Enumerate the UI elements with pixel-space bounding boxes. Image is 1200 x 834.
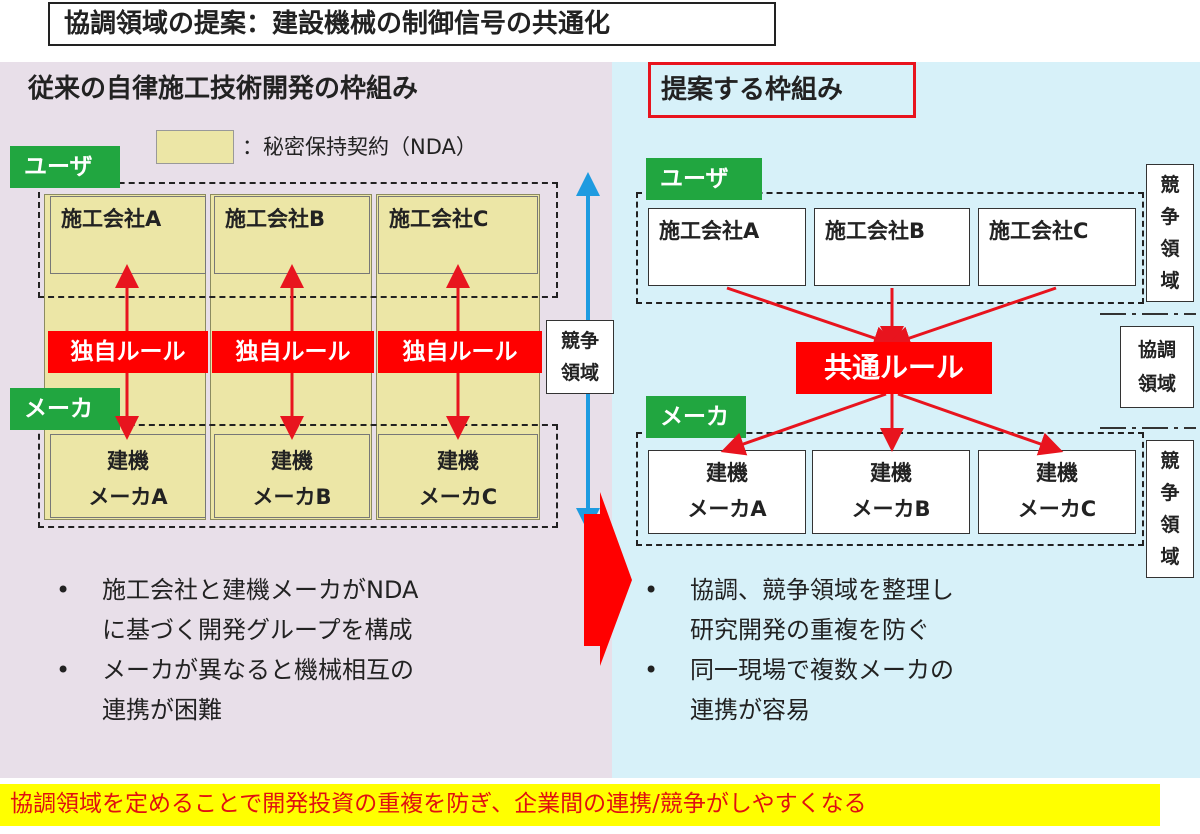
left-rule-label-c: 独自ルール xyxy=(378,331,542,373)
right-user-dashed-box xyxy=(636,192,1144,304)
left-maker-b: 建機 メーカB xyxy=(214,434,370,518)
transition-arrow xyxy=(584,492,632,666)
maker-line2: メーカC xyxy=(1017,497,1097,521)
label-line: 領域 xyxy=(560,362,599,384)
common-rule-label: 共通ルール xyxy=(796,342,992,394)
maker-line1: 建機 xyxy=(870,461,912,485)
left-rule-label-a: 独自ルール xyxy=(48,331,208,373)
right-competition-label-top: 競 争 領 域 xyxy=(1146,164,1194,302)
label-line: 協調 xyxy=(1137,339,1176,361)
label-char: 領 xyxy=(1160,514,1180,536)
label-char: 領 xyxy=(1160,238,1180,260)
right-company-c: 施工会社C xyxy=(978,208,1136,286)
left-competition-label: 競争 領域 xyxy=(546,320,614,394)
maker-line1: 建機 xyxy=(437,449,479,473)
maker-line1: 建機 xyxy=(271,449,313,473)
label-line: 競争 xyxy=(560,330,599,352)
right-bullet-list: 協調、競争領域を整理し 研究開発の重複を防ぐ 同一現場で複数メーカの 連携が容易 xyxy=(644,570,1124,730)
right-maker-a: 建機 メーカA xyxy=(648,450,806,534)
bullet-line: メーカが異なると機械相互の xyxy=(102,656,414,684)
left-company-b: 施工会社B xyxy=(214,196,370,274)
right-bullet-1: 協調、競争領域を整理し 研究開発の重複を防ぐ xyxy=(644,570,1124,650)
right-heading: 提案する枠組み xyxy=(648,62,916,118)
right-arrow-maker-c xyxy=(897,392,1064,456)
left-bullet-1: 施工会社と建機メーカがNDA に基づく開発グループを構成 xyxy=(56,570,576,650)
bullet-line: 連携が容易 xyxy=(690,696,810,724)
right-company-a: 施工会社A xyxy=(648,208,806,286)
left-company-c: 施工会社C xyxy=(378,196,538,274)
right-maker-tag: メーカ xyxy=(646,396,746,438)
right-company-b: 施工会社B xyxy=(814,208,970,286)
bullet-line: 研究開発の重複を防ぐ xyxy=(690,616,930,644)
maker-line2: メーカA xyxy=(687,497,767,521)
left-maker-tag: メーカ xyxy=(10,388,120,430)
label-char: 域 xyxy=(1160,546,1180,568)
maker-line2: メーカB xyxy=(851,497,931,521)
label-char: 争 xyxy=(1160,206,1180,228)
right-arrow-company-c xyxy=(886,286,1057,350)
left-heading: 従来の自律施工技術開発の枠組み xyxy=(28,74,419,104)
label-char: 域 xyxy=(1160,270,1180,292)
right-arrow-company-a xyxy=(726,286,898,350)
right-maker-c: 建機 メーカC xyxy=(978,450,1136,534)
maker-line1: 建機 xyxy=(107,449,149,473)
left-bullet-list: 施工会社と建機メーカがNDA に基づく開発グループを構成 メーカが異なると機械相… xyxy=(56,570,576,730)
maker-line1: 建機 xyxy=(706,461,748,485)
maker-line2: メーカC xyxy=(418,485,498,509)
left-maker-c: 建機 メーカC xyxy=(378,434,538,518)
bullet-line: に基づく開発グループを構成 xyxy=(102,616,413,644)
right-maker-b: 建機 メーカB xyxy=(812,450,970,534)
bullet-line: 協調、競争領域を整理し xyxy=(690,576,954,604)
maker-line1: 建機 xyxy=(1036,461,1078,485)
maker-line2: メーカB xyxy=(252,485,332,509)
label-char: 競 xyxy=(1160,450,1180,472)
cooperation-label: 協調 領域 xyxy=(1120,326,1194,408)
left-rule-label-b: 独自ルール xyxy=(212,331,374,373)
nda-legend-swatch xyxy=(156,130,234,164)
left-company-a: 施工会社A xyxy=(50,196,206,274)
label-char: 競 xyxy=(1160,174,1180,196)
maker-line2: メーカA xyxy=(88,485,168,509)
left-maker-a: 建機 メーカA xyxy=(50,434,206,518)
nda-legend-label: ：秘密保持契約（NDA） xyxy=(242,135,477,159)
label-char: 争 xyxy=(1160,482,1180,504)
right-user-tag: ユーザ xyxy=(646,158,762,200)
bullet-line: 施工会社と建機メーカがNDA xyxy=(102,576,419,604)
page-title: 協調領域の提案：建設機械の制御信号の共通化 xyxy=(48,2,776,46)
right-bullet-2: 同一現場で複数メーカの 連携が容易 xyxy=(644,650,1124,730)
left-user-tag: ユーザ xyxy=(10,146,120,188)
label-line: 領域 xyxy=(1137,373,1176,395)
right-competition-label-bottom: 競 争 領 域 xyxy=(1146,440,1194,578)
right-arrow-maker-a xyxy=(720,392,887,456)
left-bullet-2: メーカが異なると機械相互の 連携が困難 xyxy=(56,650,576,730)
bullet-line: 連携が困難 xyxy=(102,696,222,724)
bottom-banner: 協調領域を定めることで開発投資の重複を防ぎ、企業間の連携/競争がしやすくなる xyxy=(0,784,1160,826)
bullet-line: 同一現場で複数メーカの xyxy=(690,656,954,684)
